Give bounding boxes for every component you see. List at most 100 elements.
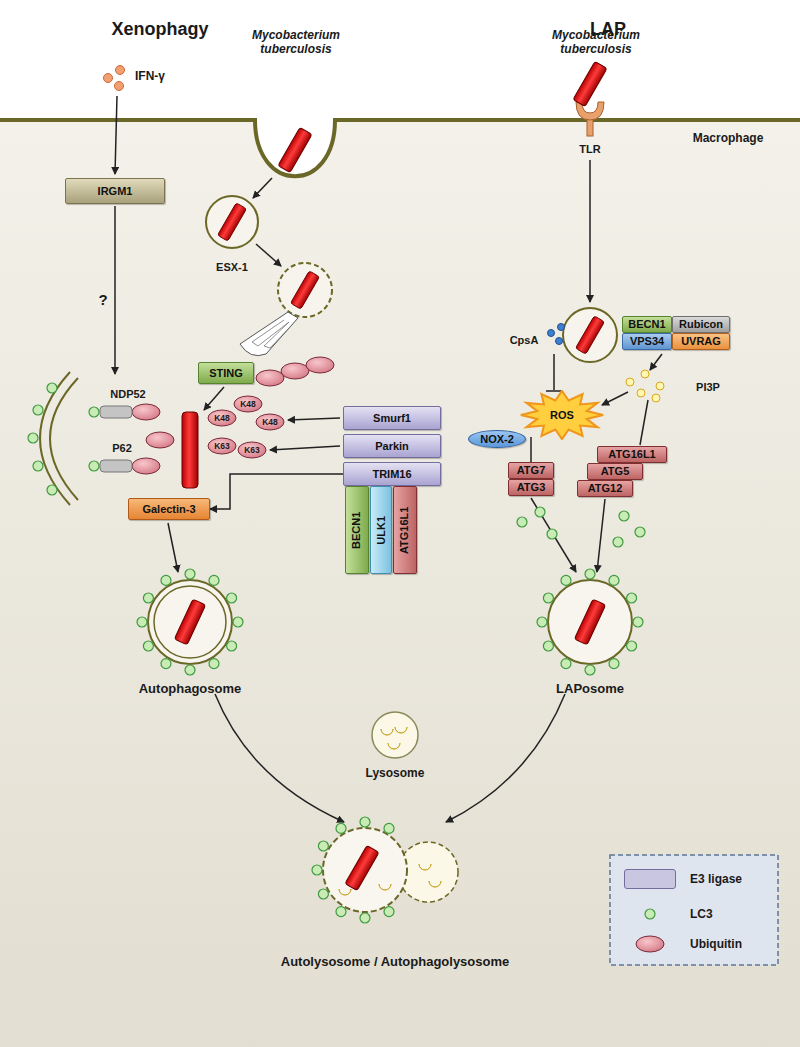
ubiquitin-chain (238, 442, 266, 458)
receptor (100, 406, 132, 418)
ifn-gamma (104, 66, 125, 91)
autolysosome (323, 828, 407, 912)
damaged-vacuole (278, 263, 332, 317)
node-text: UVRAG (681, 335, 721, 348)
lc3-dot (360, 817, 370, 827)
autolysosome (339, 889, 351, 895)
protein-box: ATG12 (577, 480, 633, 497)
lc3-symbol (645, 909, 655, 919)
node-text: VPS34 (630, 335, 664, 348)
pore-dna (252, 320, 293, 348)
ubiquitin-linkage: K48 (214, 413, 230, 423)
node-text: NOX-2 (480, 433, 514, 446)
lc3-dot (585, 569, 595, 579)
lc3-dot (47, 383, 57, 393)
cell-membrane (0, 120, 800, 176)
lc3-dot (233, 617, 243, 627)
ubiquitin-chain (146, 432, 174, 448)
mycobacterium (278, 127, 312, 172)
lc3-dot (143, 641, 153, 651)
lysosome (388, 743, 400, 749)
arrow (270, 446, 340, 450)
lysosome (381, 729, 393, 735)
molecule-label: IFN-γ (135, 69, 165, 83)
arrow (115, 96, 662, 822)
arrow (589, 160, 591, 302)
phagosome (206, 196, 258, 248)
autophagosome (148, 580, 232, 664)
inhibition-line (553, 354, 555, 390)
lc3-dot (227, 641, 237, 651)
lc3-dot (336, 823, 346, 833)
connector-arrow (530, 437, 532, 462)
ubiquitin-chain (208, 438, 236, 454)
node-text: ULK1 (375, 516, 388, 545)
compartment-label: Autolysosome / Autophagolysosome (281, 954, 510, 970)
lc3-dot (633, 617, 643, 627)
lc3-dot (543, 593, 553, 603)
node-text: Rubicon (679, 318, 723, 331)
ifn-gamma (115, 82, 124, 91)
node-text: ATG3 (517, 481, 546, 494)
autophagosome (148, 580, 232, 664)
arrow (256, 244, 281, 266)
protein-box: IRGM1 (65, 178, 165, 204)
lc3-dot (47, 485, 57, 495)
ifn-gamma (116, 66, 125, 75)
protein-box: ATG5 (587, 463, 643, 480)
cpsa-molecule (548, 324, 565, 345)
arrow (215, 694, 344, 822)
legend-box (610, 855, 778, 965)
background (0, 120, 800, 1047)
node-text: ATG16L1 (399, 506, 412, 553)
e3-ligase-box: Smurf1 (343, 406, 441, 430)
compartment-label: Autophagosome (139, 681, 242, 697)
mycobacterium (182, 412, 198, 488)
node-text: ATG5 (601, 465, 630, 478)
protein-box: ATG7 (508, 462, 554, 479)
node-text: BECN1 (628, 318, 665, 331)
enzyme-ellipse: NOX-2 (468, 430, 526, 448)
arrow (640, 400, 648, 445)
molecule-label: PI3P (696, 381, 720, 394)
star-shape (521, 391, 603, 439)
arrow (597, 499, 605, 572)
ros-star: ROS (520, 390, 604, 440)
inhibition-line (546, 390, 562, 392)
lc3-dot (609, 575, 619, 585)
molecule-label: CpsA (510, 334, 539, 347)
arrow (204, 387, 224, 410)
lc3-dot (185, 569, 195, 579)
autophagosome (154, 586, 226, 658)
node-text: ROS (550, 409, 574, 422)
background (0, 0, 800, 120)
damaged-vacuole (290, 271, 319, 309)
lc3-dot (28, 383, 645, 547)
cpsa-molecule (558, 324, 565, 331)
pi3p-molecule (626, 370, 664, 402)
lc3-dot (627, 641, 637, 651)
protein-box: BECN1 (622, 316, 672, 333)
ubiquitin-linkage: K48 (240, 399, 256, 409)
ubiquitin-chain (256, 370, 284, 386)
arrow (288, 418, 340, 420)
ubiquitin-linkage: K63 (214, 441, 230, 451)
lc3-dot (143, 593, 153, 603)
ubiquitin-chain (208, 410, 236, 426)
mycobacterium (573, 61, 607, 106)
lc3-dot (209, 575, 219, 585)
inhibition-line (546, 354, 562, 391)
lc3-dot (517, 517, 527, 527)
lc3-dot (635, 527, 645, 537)
lc3-dot (89, 407, 99, 417)
lc3-dot (547, 529, 557, 539)
arrow (253, 178, 272, 198)
laposome (548, 580, 632, 664)
node-text: ATG7 (517, 464, 546, 477)
connector-arrow (210, 474, 343, 509)
node-text: ATG16L1 (608, 448, 655, 461)
ubiquitin-chain (132, 404, 160, 420)
lc3-dot (609, 659, 619, 669)
legend-symbol (636, 909, 664, 952)
cell-membrane (0, 120, 800, 176)
